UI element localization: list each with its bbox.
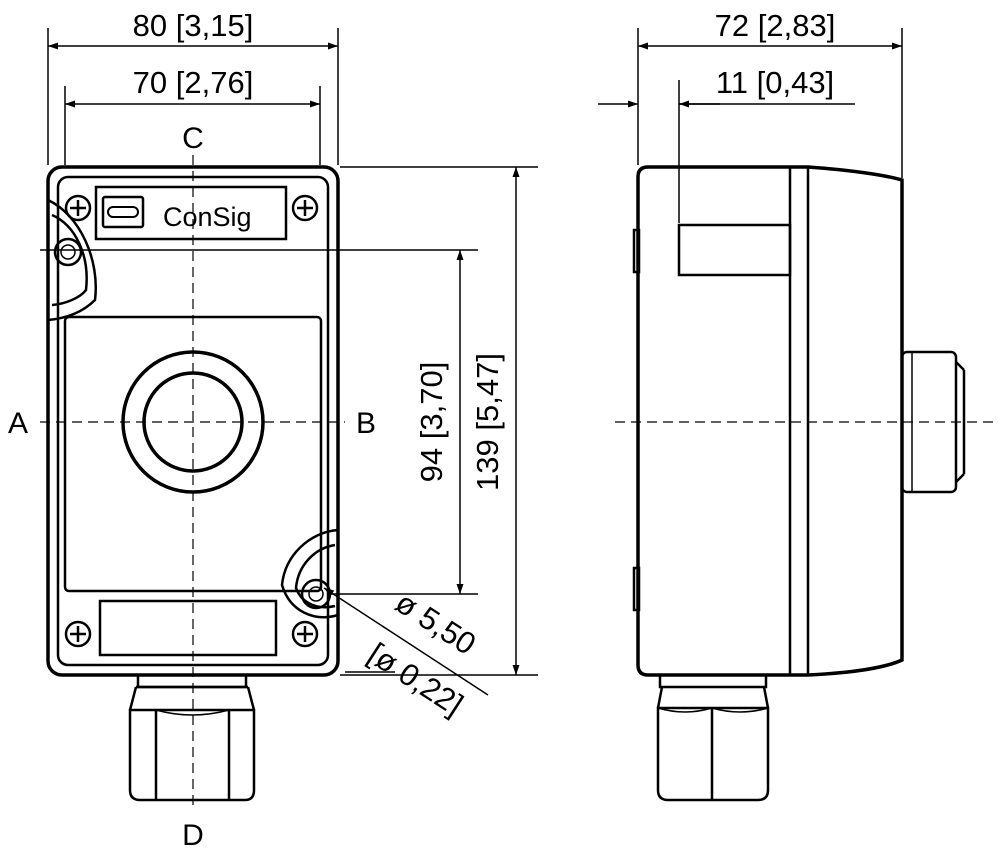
- dimension-width-inner: 70 [2,76]: [64, 65, 321, 165]
- side-cable-gland: [656, 673, 770, 802]
- screw-top-left-icon: [64, 194, 92, 222]
- logo-box: [101, 195, 145, 229]
- mounting-lug-top-left: [47, 198, 97, 322]
- dimension-height: 139 [5,47]: [340, 166, 538, 676]
- dim-depth-text: 72 [2,83]: [715, 8, 836, 43]
- screw-top-right-icon: [291, 194, 319, 222]
- dim-width-inner-text: 70 [2,76]: [133, 65, 254, 100]
- bottom-label-plate: [98, 599, 278, 657]
- front-view: ConSig: [8, 8, 538, 852]
- logo-icon: [107, 206, 139, 218]
- dimension-offset: 11 [0,43]: [598, 65, 855, 223]
- dimension-hole-diameter: ø 5,50 [ø 0,22]: [323, 585, 489, 722]
- side-tab-bottom: [632, 566, 641, 612]
- dim-hole-spacing-text: 94 [3,70]: [414, 362, 449, 483]
- mounting-lug-bottom-right: [280, 528, 339, 619]
- side-body-outline: [636, 165, 904, 677]
- label-plate: [94, 185, 288, 241]
- label-c: C: [182, 122, 204, 155]
- dimension-hole-spacing: 94 [3,70]: [40, 249, 478, 595]
- side-tab-top: [632, 228, 641, 274]
- dim-height-text: 139 [5,47]: [470, 353, 505, 491]
- label-a: A: [8, 407, 28, 440]
- label-d: D: [182, 819, 204, 852]
- lid-outline: [63, 315, 323, 593]
- side-label-plate: [677, 223, 792, 277]
- cable-gland: [128, 673, 256, 802]
- dim-width-outer-text: 80 [3,15]: [133, 8, 254, 43]
- dimension-depth: 72 [2,83]: [637, 8, 903, 178]
- dimension-width-outer: 80 [3,15]: [47, 8, 339, 165]
- side-view: 72 [2,83] 11 [0,43]: [598, 8, 995, 802]
- brand-label: ConSig: [163, 202, 252, 232]
- screw-bottom-right-icon: [291, 620, 319, 648]
- label-b: B: [356, 407, 376, 440]
- screw-bottom-left-icon: [64, 620, 92, 648]
- dim-offset-text: 11 [0,43]: [716, 65, 834, 100]
